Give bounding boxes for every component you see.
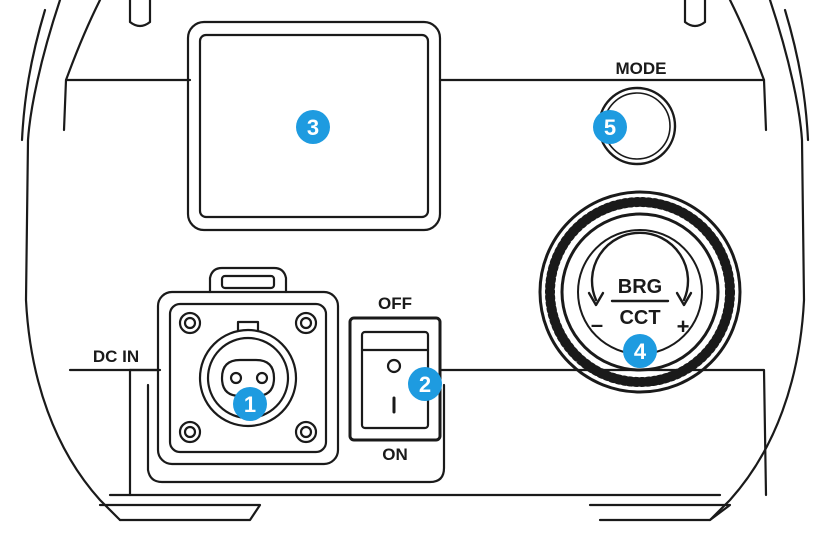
recess-inner-left xyxy=(146,383,446,484)
callout-5: 5 xyxy=(593,110,627,144)
right-foot xyxy=(588,503,732,522)
power-switch-o-mark xyxy=(386,358,402,374)
callout-4: 4 xyxy=(623,334,657,368)
callout-1-number: 1 xyxy=(244,392,256,417)
display-screen-inner xyxy=(198,33,430,219)
off-label: OFF xyxy=(378,294,412,313)
dc-connector-housing xyxy=(156,290,340,466)
dc-pin-left xyxy=(229,371,243,385)
knob-arrow-right xyxy=(675,291,693,307)
dc-screw-bl xyxy=(178,420,202,444)
callout-4-badge xyxy=(623,334,657,368)
knob-inner-ring xyxy=(560,212,720,372)
dc-screw-tr-in xyxy=(299,316,313,330)
mode-label: MODE xyxy=(616,59,667,78)
callout-4-number: 4 xyxy=(634,339,647,364)
housing-right-inner xyxy=(728,0,768,132)
housing-left-outline xyxy=(24,0,122,522)
callout-2: 2 xyxy=(408,367,442,401)
callout-2-number: 2 xyxy=(419,372,431,397)
dc-screw-br-in xyxy=(299,425,313,439)
callout-2-badge xyxy=(408,367,442,401)
display-screen-outer xyxy=(186,20,442,232)
dc-screw-tl xyxy=(178,311,202,335)
left-hinge xyxy=(128,0,152,28)
dc-connector-plate xyxy=(168,302,328,454)
callout-3: 3 xyxy=(296,110,330,144)
dc-connector-latch xyxy=(208,266,288,294)
knob-arrow-left xyxy=(587,291,605,307)
right-hinge xyxy=(683,0,707,28)
dc-socket-outer xyxy=(198,328,298,428)
dc-screw-bl-in xyxy=(183,425,197,439)
dial-bottom-label: CCT xyxy=(619,307,660,329)
housing-left-inner xyxy=(62,0,102,132)
dc-connector-latch-inner xyxy=(220,274,276,290)
dial-top-label: BRG xyxy=(618,276,662,298)
callout-1: 1 xyxy=(233,387,267,421)
housing-right-side xyxy=(783,8,810,142)
dc-socket-pins xyxy=(220,358,276,398)
recess-right-top xyxy=(438,368,768,497)
dc-in-label: DC IN xyxy=(93,347,139,366)
callout-5-number: 5 xyxy=(604,115,616,140)
callout-5-badge xyxy=(593,110,627,144)
callout-3-number: 3 xyxy=(307,115,319,140)
dc-screw-tr xyxy=(294,311,318,335)
knob-arc-arrow xyxy=(590,231,690,302)
callout-3-badge xyxy=(296,110,330,144)
dc-screw-br xyxy=(294,420,318,444)
knob-knurl-ring xyxy=(545,197,735,387)
dc-socket-key xyxy=(236,320,260,332)
dc-pin-right xyxy=(255,371,269,385)
left-foot xyxy=(98,503,262,522)
knob-outer-ring xyxy=(538,190,742,394)
dial-plus-label: + xyxy=(677,314,690,339)
dc-screw-tl-in xyxy=(183,316,197,330)
callout-1-badge xyxy=(233,387,267,421)
housing-right-outline xyxy=(708,0,806,522)
dial-minus-label: – xyxy=(591,312,603,337)
housing-left-side xyxy=(20,8,47,142)
on-label: ON xyxy=(382,445,408,464)
